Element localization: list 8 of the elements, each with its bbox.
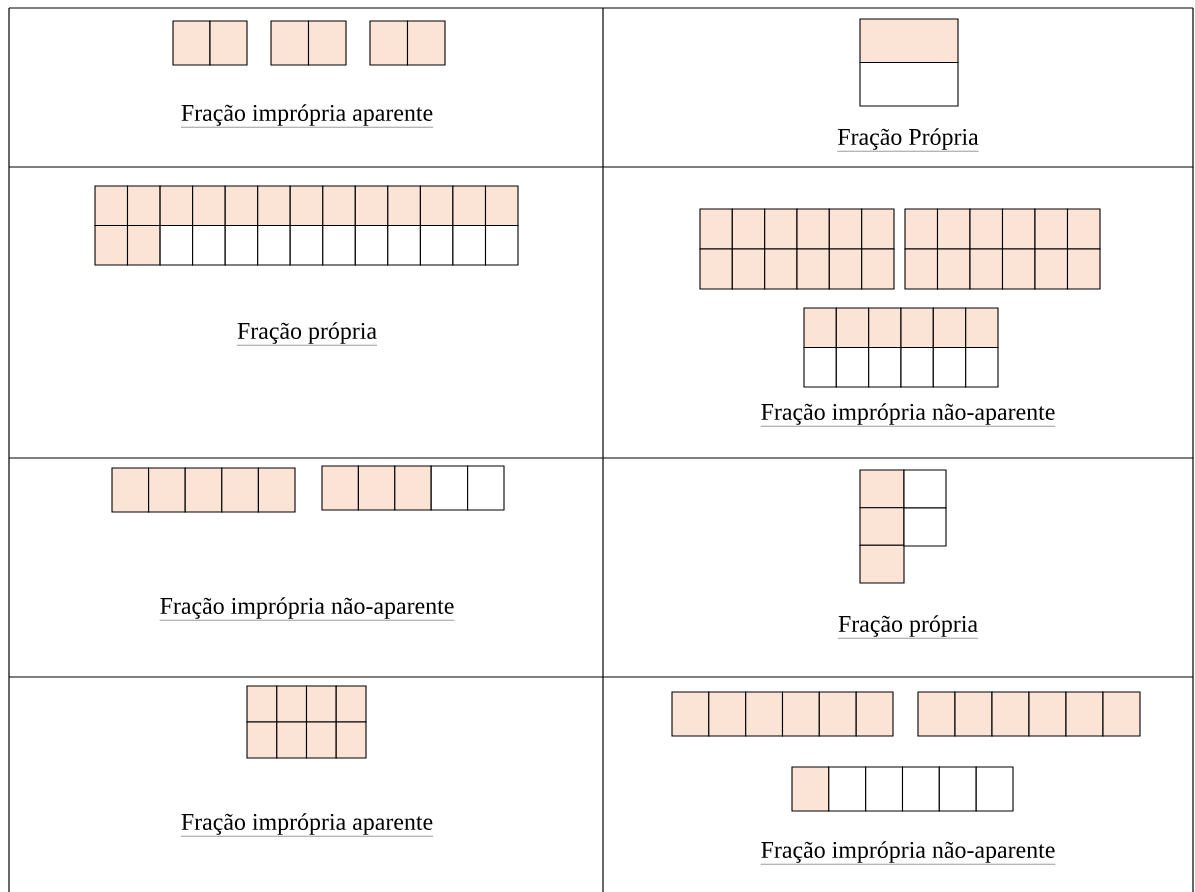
fraction-label: Fração imprópria não-aparente [760,841,1056,865]
fraction-label: Fração própria [837,615,979,639]
fraction-label: Fração imprópria aparente [180,104,434,128]
fraction-label: Fração Própria [837,128,979,152]
fraction-label: Fração imprópria não-aparente [760,403,1056,427]
fraction-label: Fração imprópria aparente [180,813,434,837]
fraction-label: Fração própria [236,322,378,346]
fraction-label: Fração imprópria não-aparente [159,597,455,621]
